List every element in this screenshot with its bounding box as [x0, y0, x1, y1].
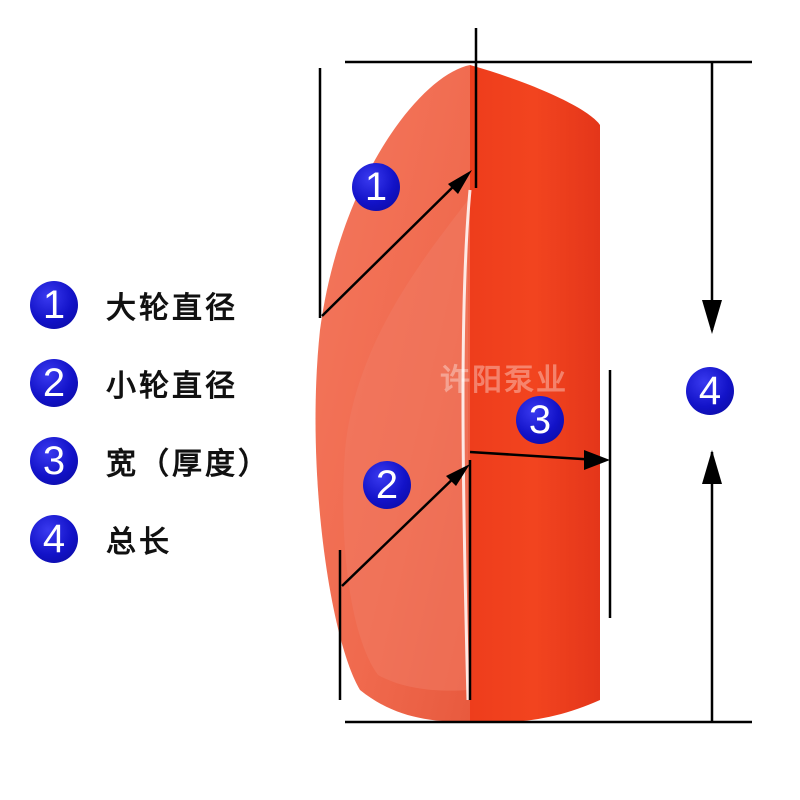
legend-label-3: 宽（厚度）	[106, 447, 271, 482]
arrow-small-diameter	[341, 471, 461, 587]
arrowhead-1	[448, 170, 472, 194]
legend-label-1: 大轮直径	[106, 291, 238, 326]
small-rim-edge	[461, 189, 472, 701]
arrowhead-4-down	[702, 300, 722, 334]
arrowhead-3	[584, 450, 610, 470]
arrow-width	[469, 450, 599, 462]
legend-item-total-length: 4 总长	[30, 514, 271, 564]
legend-item-width: 3 宽（厚度）	[30, 436, 271, 486]
band-outer-face	[470, 65, 600, 723]
legend-badge-1: 1	[30, 281, 78, 329]
legend-item-large-diameter: 1 大轮直径	[30, 280, 271, 330]
legend: 1 大轮直径 2 小轮直径 3 宽（厚度） 4 总长	[30, 280, 271, 592]
legend-item-small-diameter: 2 小轮直径	[30, 358, 271, 408]
legend-label-2: 小轮直径	[106, 369, 238, 404]
marker-1-badge: 1	[352, 163, 400, 211]
marker-2-badge: 2	[363, 461, 411, 509]
legend-badge-4: 4	[30, 515, 78, 563]
arrowhead-2	[446, 464, 470, 486]
arrow-heads	[446, 170, 722, 486]
inner-cavity	[343, 200, 468, 691]
watermark-text: 许阳泵业	[440, 363, 568, 398]
legend-badge-3: 3	[30, 437, 78, 485]
marker-4-badge: 4	[686, 367, 734, 415]
legend-label-4: 总长	[106, 525, 172, 560]
marker-3-badge: 3	[516, 396, 564, 444]
arrowhead-4-up	[702, 450, 722, 484]
dimension-lines	[318, 28, 752, 724]
arrow-large-diameter	[321, 177, 463, 317]
legend-badge-2: 2	[30, 359, 78, 407]
